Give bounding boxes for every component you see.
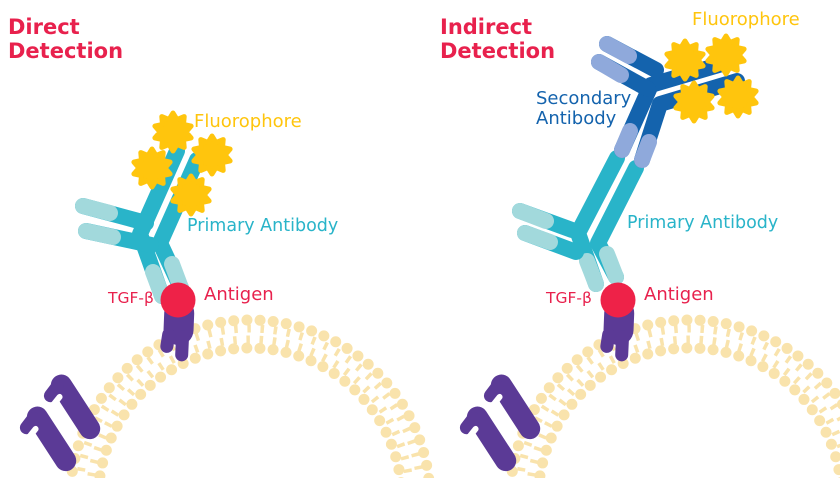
indirect-panel-graphic bbox=[463, 33, 840, 478]
membrane-protein bbox=[23, 416, 66, 470]
antigen-circle bbox=[160, 282, 196, 318]
primary-antibody-label: Primary Antibody bbox=[627, 213, 779, 233]
secondary-antibody-label-line1: Secondary bbox=[536, 88, 632, 109]
fluorophore-star-icon bbox=[717, 75, 759, 119]
primary-antibody-label: Primary Antibody bbox=[187, 216, 339, 236]
secondary-antibody bbox=[591, 36, 745, 168]
fluorophore-star-icon bbox=[673, 80, 715, 124]
secondary-antibody-label-line2: Antibody bbox=[536, 108, 617, 129]
direct-title-line1: Direct bbox=[8, 15, 80, 39]
tgf-beta-label: TGF-β bbox=[546, 289, 592, 307]
fluorophore-star-icon bbox=[705, 33, 747, 77]
direct-title-line2: Detection bbox=[8, 39, 124, 63]
direct-title: Direct Detection bbox=[8, 15, 123, 63]
fluorophore-star-icon bbox=[191, 133, 233, 177]
antigen-circle bbox=[600, 282, 636, 318]
antigen-label: Antigen bbox=[644, 284, 714, 305]
tgf-receptor bbox=[166, 312, 188, 355]
indirect-title: Indirect Detection bbox=[440, 15, 555, 63]
indirect-title-line1: Indirect bbox=[440, 15, 533, 39]
fluorophore-star-icon bbox=[664, 38, 706, 82]
tgf-beta-label: TGF-β bbox=[108, 289, 154, 307]
fluorophore-label: Fluorophore bbox=[692, 9, 800, 30]
fluorophore-label: Fluorophore bbox=[194, 111, 302, 132]
cell-membrane-bilayer bbox=[65, 314, 435, 478]
secondary-antibody-label: Secondary Antibody bbox=[536, 89, 631, 129]
membrane-protein bbox=[463, 416, 506, 470]
fluorophore-star-icon bbox=[152, 110, 194, 154]
direct-panel-graphic bbox=[23, 110, 435, 478]
fluorophore-star-icon bbox=[131, 146, 173, 190]
antigen-label: Antigen bbox=[204, 284, 274, 305]
primary-antibody bbox=[512, 150, 644, 292]
cell-membrane-bilayer bbox=[505, 314, 840, 478]
fluorophore-star-icon bbox=[170, 173, 212, 217]
tgf-receptor bbox=[606, 312, 628, 355]
indirect-title-line2: Detection bbox=[440, 39, 556, 63]
